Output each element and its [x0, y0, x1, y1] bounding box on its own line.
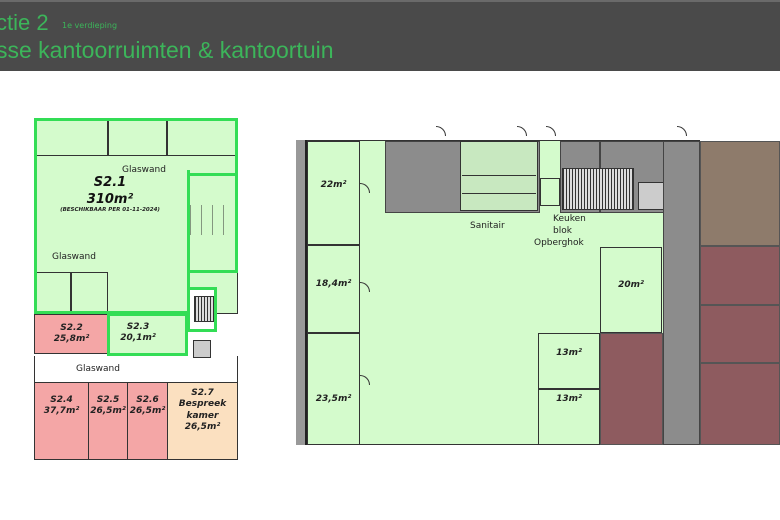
- room-area: 37,7m²: [43, 406, 80, 417]
- floor-label: 1e verdieping: [62, 21, 118, 30]
- room-s2-5[interactable]: S2.5 26,5m²: [88, 382, 128, 460]
- page-subtitle: sse kantoorruimten & kantoortuin: [0, 37, 334, 63]
- s2-1-availability: (BESCHIKBAAR PER 01-11-2024): [60, 207, 160, 213]
- room-area: 26,5m²: [90, 406, 126, 417]
- room-s2-3[interactable]: S2.3 20,1m²: [107, 313, 188, 356]
- room-23-5m2[interactable]: 23,5m²: [307, 333, 360, 445]
- room-13m2[interactable]: 13m²: [538, 389, 600, 445]
- facade-wall: [296, 140, 307, 445]
- room-s2-4[interactable]: S2.4 37,7m²: [34, 382, 89, 460]
- room-name: S2.5: [96, 395, 120, 405]
- office-cell: [36, 120, 108, 156]
- sanitair-label: Sanitair: [470, 221, 505, 231]
- corridor: [663, 141, 700, 445]
- room-name: S2.6: [136, 395, 159, 405]
- section-title: ctie 2: [0, 10, 49, 35]
- room-name: S2.7: [191, 388, 214, 398]
- stairwell: [187, 287, 217, 332]
- corridor: [34, 356, 238, 382]
- room-20m2[interactable]: 20m²: [600, 247, 662, 333]
- s2-1-area: 310m²: [86, 192, 134, 207]
- door-icon: [517, 126, 527, 136]
- header-bar: ctie 2 1e verdieping sse kantoorruimten …: [0, 0, 780, 71]
- room-area: Bespreek kamer 26,5m²: [178, 399, 227, 432]
- room-area: 18,4m²: [315, 279, 352, 289]
- glaswand-label: Glaswand: [122, 165, 166, 175]
- room-area: 20m²: [618, 280, 644, 290]
- door-icon: [436, 126, 446, 136]
- room-22m2[interactable]: 22m²: [307, 141, 360, 245]
- door-icon: [677, 126, 687, 136]
- room-s2-7[interactable]: S2.7 Bespreek kamer 26,5m²: [167, 382, 238, 460]
- keukenblok: [540, 178, 560, 206]
- s2-1-outline: [34, 118, 238, 174]
- room-s2-6[interactable]: S2.6 26,5m²: [127, 382, 168, 460]
- s2-1-name: S2.1: [93, 175, 127, 190]
- stairs-icon: [194, 296, 214, 322]
- other-tenant-room: [700, 246, 780, 305]
- office-cell: [71, 272, 108, 312]
- room-13m2[interactable]: 13m²: [538, 333, 600, 389]
- stall-dividers: [462, 158, 536, 196]
- toilet-stalls: [190, 205, 234, 235]
- room-area: 22m²: [320, 180, 347, 190]
- other-tenant-room: [700, 363, 780, 445]
- opberghok-label: Opberghok: [534, 238, 584, 248]
- elevator-icon: [193, 340, 211, 358]
- room-name: S2.4: [50, 395, 73, 405]
- room-name: S2.2: [60, 323, 83, 333]
- office-cell: [108, 120, 167, 156]
- room-area: 13m²: [556, 394, 582, 404]
- stairs-icon: [562, 168, 634, 210]
- room-area: 26,5m²: [129, 406, 166, 417]
- glaswand-label: Glaswand: [52, 252, 96, 262]
- room-area: 25,8m²: [53, 334, 90, 345]
- other-tenant-room: [700, 305, 780, 363]
- room-area: 23,5m²: [315, 394, 352, 404]
- room-area: 20,1m²: [120, 333, 156, 344]
- room-name: S2.3: [126, 322, 150, 332]
- glaswand-label: Glaswand: [76, 364, 120, 374]
- other-tenant-room: [600, 333, 663, 445]
- other-tenant-room: [700, 141, 780, 246]
- room-area: 13m²: [556, 348, 582, 358]
- room-s2-2[interactable]: S2.2 25,8m²: [34, 314, 109, 354]
- keuken-label: blok: [553, 226, 572, 236]
- keuken-label: Keuken: [553, 214, 586, 224]
- door-icon: [546, 126, 556, 136]
- room-18-4m2[interactable]: 18,4m²: [307, 245, 360, 333]
